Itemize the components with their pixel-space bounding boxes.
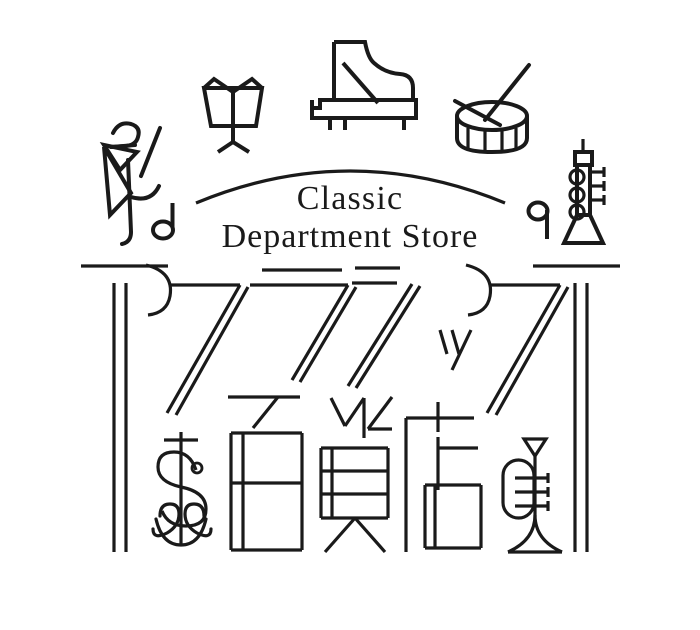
- brand-name-line-2: Department Store: [222, 218, 479, 255]
- katakana-ku-1: [145, 263, 250, 416]
- clarinet-icon: [560, 139, 607, 245]
- grand-piano-icon: [310, 40, 418, 130]
- kanji-ten: [404, 402, 483, 552]
- music-stand-icon: [201, 76, 265, 154]
- quarter-note-icon: [526, 200, 550, 239]
- violin-icon: [99, 121, 162, 246]
- arch-curve: [195, 169, 506, 205]
- quarter-note-icon: [151, 203, 175, 241]
- katakana-shi: [346, 266, 422, 389]
- katakana-small-tsu: [438, 329, 473, 371]
- dollar-sign-icon: [151, 432, 213, 547]
- double-rule-right: [533, 264, 620, 552]
- brand-name-line-1: Classic: [297, 180, 404, 217]
- katakana-ku-2: [465, 263, 570, 416]
- snare-drum-icon: [453, 63, 531, 155]
- kanji-ka: [319, 396, 394, 554]
- trumpet-icon: [501, 437, 563, 554]
- katakana-ra: [250, 268, 358, 383]
- kanji-hyaku: [228, 395, 304, 552]
